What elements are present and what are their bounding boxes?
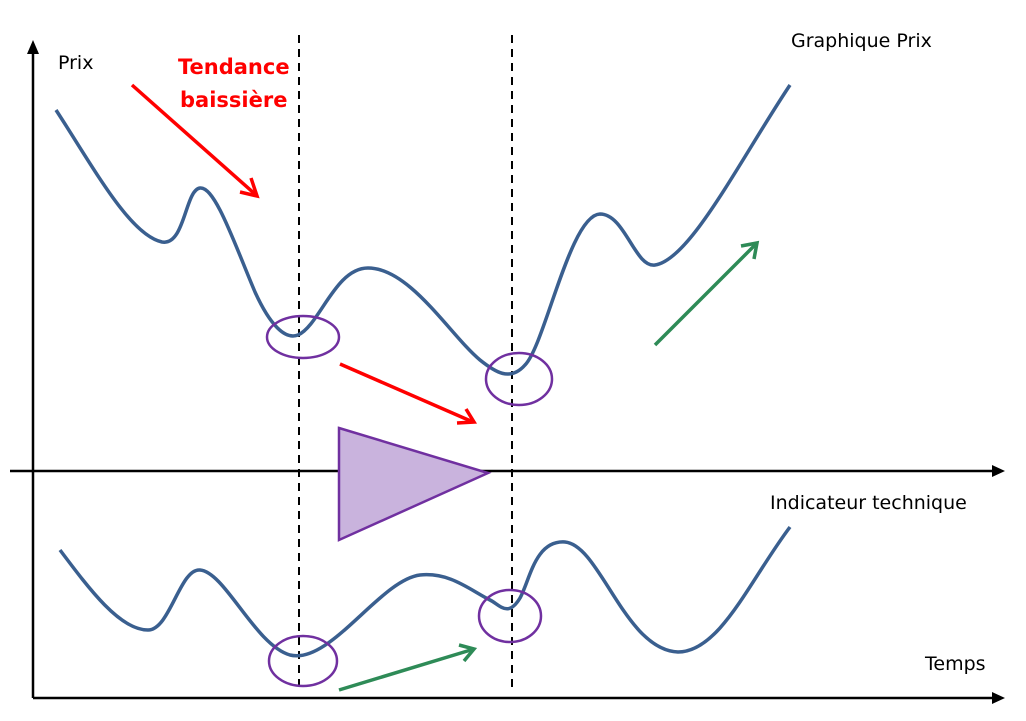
price-lower-low-arrow-icon — [339, 362, 478, 425]
axes — [10, 40, 1005, 704]
indicator-higher-low-arrow-icon — [338, 643, 478, 692]
mid-axis-arrowhead-icon — [992, 465, 1005, 477]
bottom-axis-arrowhead-icon — [992, 692, 1005, 704]
trend-label-line2: baissière — [180, 88, 288, 112]
indicator-low-2-highlight — [477, 588, 543, 644]
price-chart-title: Graphique Prix — [791, 30, 932, 52]
price-axis-label: Prix — [58, 52, 94, 74]
bearish-trend-arrow-icon — [130, 83, 260, 199]
price-low-2-highlight — [484, 351, 554, 407]
price-curve — [54, 84, 792, 376]
price-low-1-highlight — [265, 314, 341, 360]
indicator-title: Indicateur technique — [770, 492, 967, 514]
time-axis-label: Temps — [925, 653, 986, 675]
divergence-triangle-icon — [337, 426, 492, 542]
indicator-low-1-highlight — [267, 634, 339, 688]
indicator-curve — [58, 525, 792, 658]
trend-label-line1: Tendance — [178, 55, 290, 79]
y-axis-arrowhead-icon — [27, 40, 39, 54]
bullish-trend-arrow-icon — [653, 240, 760, 347]
